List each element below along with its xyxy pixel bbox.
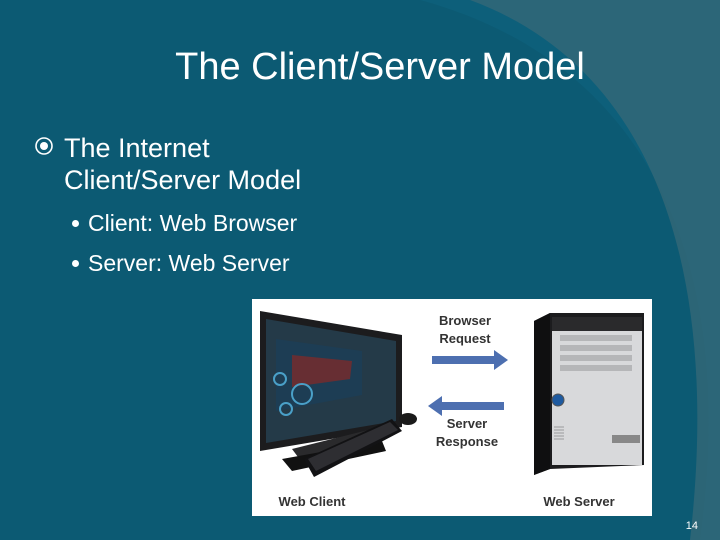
request-label-1: Browser xyxy=(439,313,491,328)
server-label: Web Server xyxy=(543,494,614,509)
bullet-dot-icon xyxy=(72,220,79,227)
client-label: Web Client xyxy=(279,494,347,509)
server-tower-icon xyxy=(534,313,644,475)
slide-title: The Client/Server Model xyxy=(175,46,585,88)
client-server-diagram: Browser Request Server Response xyxy=(252,299,652,516)
main-bullet-line1: The Internet xyxy=(64,133,210,163)
main-bullet-line2: Client/Server Model xyxy=(64,165,302,195)
bullet-dot-icon xyxy=(72,260,79,267)
request-arrow-icon xyxy=(432,350,508,370)
target-bullet-icon xyxy=(35,137,53,155)
keyboard-icon xyxy=(304,419,402,477)
response-label-2: Response xyxy=(436,434,498,449)
response-label-1: Server xyxy=(447,416,487,431)
mouse-icon xyxy=(399,413,417,425)
request-label-2: Request xyxy=(439,331,491,346)
response-arrow-icon xyxy=(428,396,504,416)
page-number: 14 xyxy=(685,520,698,532)
